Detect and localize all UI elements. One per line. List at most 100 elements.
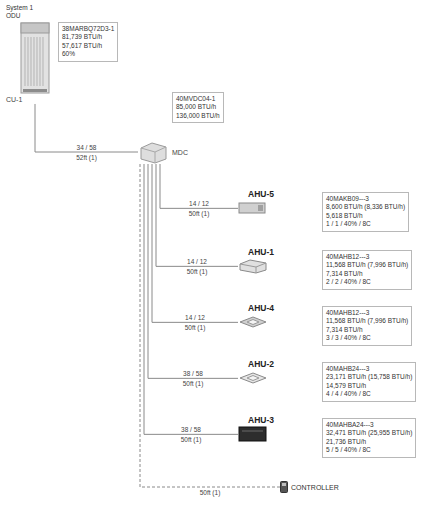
unit-base bbox=[23, 89, 47, 92]
spec-line: 8,600 BTU/h (8,336 BTU/h) bbox=[326, 203, 405, 211]
spec-line: 40MAKB09---3 bbox=[326, 195, 405, 203]
refrigerant-pipe bbox=[35, 104, 138, 152]
unit-body bbox=[21, 23, 49, 93]
unit-name: AHU-2 bbox=[248, 360, 274, 369]
ahu-icon bbox=[238, 426, 268, 442]
spec-box: 40MVDC04-185,000 BTU/h136,000 BTU/h bbox=[172, 92, 224, 123]
grille-line bbox=[31, 37, 32, 86]
spec-line: 11,568 BTU/h (7,996 BTU/h) bbox=[326, 261, 408, 269]
unit-body bbox=[239, 203, 265, 213]
controller-body bbox=[281, 482, 288, 493]
spec-line: 40MAHBA24---3 bbox=[326, 421, 412, 429]
cassette-face bbox=[240, 373, 266, 383]
spec-line: 40MAHB24---3 bbox=[326, 365, 412, 373]
unit-stripe bbox=[242, 431, 263, 432]
spec-line: 11,568 BTU/h (7,996 BTU/h) bbox=[326, 317, 408, 325]
cassette-face bbox=[240, 317, 266, 327]
unit-name: MDC bbox=[172, 149, 188, 156]
spec-line: 4 / 4 / 40% / 8C bbox=[326, 390, 412, 398]
spec-box: 40MAHB24---323,171 BTU/h (15,758 BTU/h)1… bbox=[322, 362, 416, 402]
controller-unit: CONTROLLER bbox=[280, 481, 339, 493]
spec-line: 3 / 3 / 40% / 8C bbox=[326, 334, 408, 342]
pipe-size: 38 / 58 bbox=[180, 426, 202, 433]
unit-name: AHU-3 bbox=[248, 416, 274, 425]
refrigerant-pipe bbox=[148, 164, 238, 378]
unit-name: CONTROLLER bbox=[291, 484, 339, 491]
spec-box: 40MAHB12---311,568 BTU/h (7,996 BTU/h)7,… bbox=[322, 306, 412, 346]
cassette-grille bbox=[247, 376, 259, 381]
spec-line: 21,736 BTU/h bbox=[326, 438, 412, 446]
refrigerant-pipe bbox=[152, 164, 238, 322]
pipe-length: 50ft (1) bbox=[182, 380, 205, 387]
spec-line: 32,471 BTU/h (25,955 BTU/h) bbox=[326, 429, 412, 437]
control-wire bbox=[140, 164, 280, 487]
outdoor-unit: System 1 ODU CU-1 bbox=[6, 4, 52, 104]
odu-icon bbox=[20, 22, 50, 94]
ahu-unit: AHU-3 bbox=[238, 416, 274, 442]
spec-line: 136,000 BTU/h bbox=[176, 112, 220, 120]
spec-line: 38MARBQ72D3-1 bbox=[62, 25, 114, 33]
grille-line bbox=[37, 37, 38, 86]
ahu-unit: AHU-4 bbox=[238, 304, 274, 330]
system-heading: System 1 ODU bbox=[6, 4, 38, 20]
unit-edge bbox=[240, 263, 266, 273]
unit-name: AHU-1 bbox=[248, 248, 274, 257]
spec-line: 5,618 BTU/h bbox=[326, 212, 405, 220]
pipe-size: 34 / 58 bbox=[76, 144, 98, 151]
grille-line bbox=[28, 37, 29, 86]
refrigerant-pipe bbox=[156, 164, 238, 266]
grille-line bbox=[43, 37, 44, 86]
spec-line: 60% bbox=[62, 50, 114, 58]
spec-line: 40MAHB12---3 bbox=[326, 253, 408, 261]
pipe-length: 50ft (1) bbox=[180, 436, 203, 443]
spec-line: 7,314 BTU/h bbox=[326, 270, 408, 278]
pipe-length: 50ft (1) bbox=[186, 268, 209, 275]
pipe-length: 50ft (1) bbox=[188, 210, 211, 217]
pipe-size: 14 / 12 bbox=[186, 258, 208, 265]
refrigerant-pipe bbox=[160, 164, 238, 208]
unit-name: CU-1 bbox=[6, 96, 38, 104]
unit-panel bbox=[258, 205, 263, 211]
spec-box: 40MAHB12---311,568 BTU/h (7,996 BTU/h)7,… bbox=[322, 250, 412, 290]
controller-screen bbox=[282, 483, 286, 486]
unit-name: AHU-5 bbox=[248, 190, 274, 199]
unit-top bbox=[21, 23, 49, 33]
spec-line: 5 / 5 / 40% / 8C bbox=[326, 446, 412, 454]
refrigerant-pipe bbox=[144, 164, 238, 434]
spec-line: 81,739 BTU/h bbox=[62, 33, 114, 41]
mdc-icon bbox=[138, 140, 168, 164]
ahu-unit: AHU-2 bbox=[238, 360, 274, 386]
ahu-icon bbox=[238, 200, 268, 216]
spec-line: 57,617 BTU/h bbox=[62, 42, 114, 50]
unit-name: AHU-4 bbox=[248, 304, 274, 313]
ctrl-icon bbox=[280, 481, 288, 493]
ahu-unit: AHU-5 bbox=[238, 190, 274, 216]
spec-line: 23,171 BTU/h (15,758 BTU/h) bbox=[326, 373, 412, 381]
mdc-edge bbox=[141, 147, 166, 163]
ahu-unit: AHU-1 bbox=[238, 248, 274, 274]
pipe-size: 14 / 12 bbox=[184, 314, 206, 321]
pipe-size: 14 / 12 bbox=[188, 200, 210, 207]
spec-line: 85,000 BTU/h bbox=[176, 103, 220, 111]
spec-box: 40MAKB09---38,600 BTU/h (8,336 BTU/h)5,6… bbox=[322, 192, 409, 232]
grille-line bbox=[25, 37, 26, 86]
grille-line bbox=[40, 37, 41, 86]
pipe-length: 50ft (1) bbox=[184, 324, 207, 331]
spec-line: 14,579 BTU/h bbox=[326, 382, 412, 390]
pipe-length: 52ft (1) bbox=[75, 154, 98, 161]
spec-line: 1 / 1 / 40% / 8C bbox=[326, 220, 405, 228]
cassette-grille bbox=[247, 320, 259, 325]
ahu-icon bbox=[238, 370, 268, 386]
grille-line bbox=[34, 37, 35, 86]
ahu-icon bbox=[238, 258, 268, 274]
spec-line: 7,314 BTU/h bbox=[326, 326, 408, 334]
spec-line: 40MVDC04-1 bbox=[176, 95, 220, 103]
ahu-icon bbox=[238, 314, 268, 330]
spec-box: 40MAHBA24---332,471 BTU/h (25,955 BTU/h)… bbox=[322, 418, 416, 458]
unit-body bbox=[240, 260, 266, 273]
mdc-body bbox=[141, 143, 166, 163]
pipe-size: 50ft (1) bbox=[199, 489, 222, 496]
unit-body bbox=[239, 427, 266, 441]
spec-line: 2 / 2 / 40% / 8C bbox=[326, 278, 408, 286]
